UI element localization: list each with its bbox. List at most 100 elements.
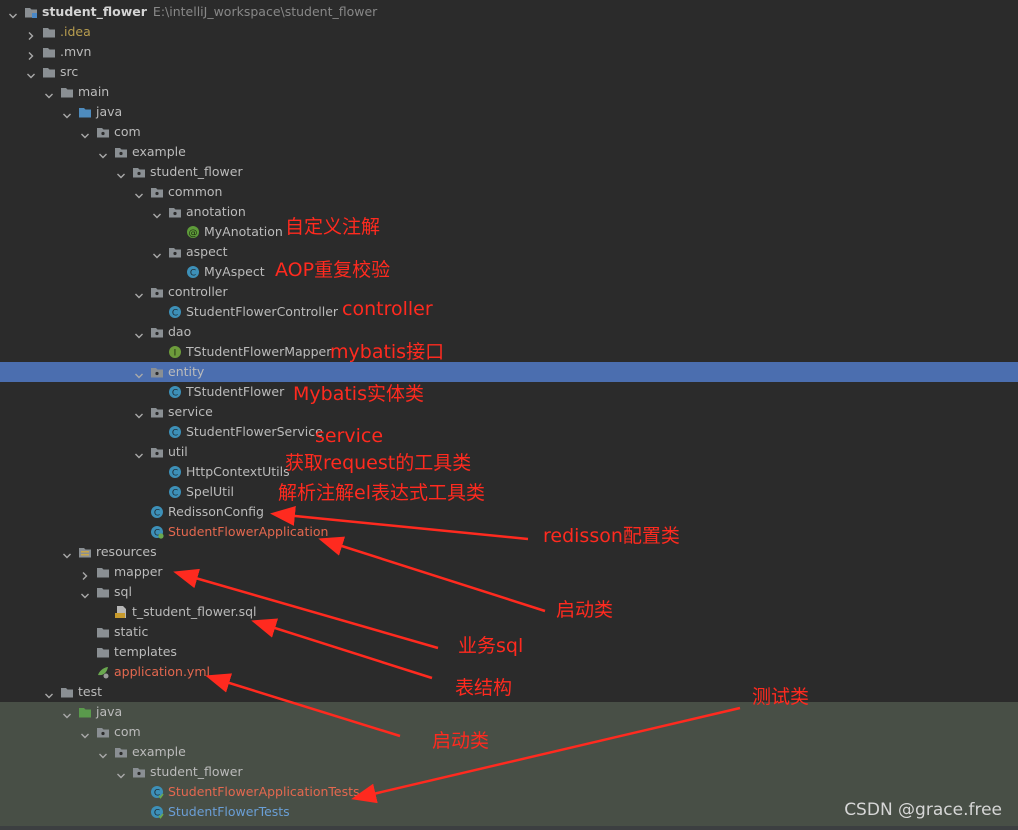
svg-text:C: C [154, 809, 160, 819]
tree-row-folder-templates[interactable]: templates [0, 642, 1018, 662]
chevron-down-icon[interactable] [116, 767, 126, 779]
chevron-down-icon[interactable] [116, 167, 126, 179]
tree-row-folder-static[interactable]: static [0, 622, 1018, 642]
chevron-down-icon[interactable] [134, 287, 144, 299]
pkg-icon [150, 325, 164, 339]
tree-row-package-com[interactable]: com [0, 122, 1018, 142]
chevron-down-icon[interactable] [62, 547, 72, 559]
class-student-flower-application-label: StudentFlowerApplication [168, 524, 329, 539]
package-util-label: util [168, 444, 188, 459]
annotation-table-structure: 表结构 [455, 677, 513, 699]
tree-row-folder-main-java[interactable]: java [0, 102, 1018, 122]
package-test-example-label: example [132, 744, 186, 759]
chevron-down-icon[interactable] [98, 147, 108, 159]
chevron-down-icon[interactable] [134, 367, 144, 379]
tree-row-package-service[interactable]: service [0, 402, 1018, 422]
folder-idea-label: .idea [60, 24, 91, 39]
chevron-down-icon[interactable] [134, 407, 144, 419]
tree-row-package-student-flower[interactable]: student_flower [0, 162, 1018, 182]
tree-row-class-my-anotation[interactable]: @ MyAnotation [0, 222, 1018, 242]
package-test-student-flower-label: student_flower [150, 764, 243, 779]
chevron-right-icon[interactable] [26, 47, 36, 60]
folder-templates: templates [114, 642, 177, 662]
interface-tstudent-flower-mapper-label: TStudentFlowerMapper [186, 344, 332, 359]
annotation-business-sql: 业务sql [458, 635, 524, 657]
tree-row-package-test-example[interactable]: example [0, 742, 1018, 762]
svg-text:C: C [172, 389, 178, 399]
chevron-down-icon[interactable] [80, 127, 90, 139]
tree-row-package-controller[interactable]: controller [0, 282, 1018, 302]
tree-row-package-entity[interactable]: entity [0, 362, 1018, 382]
tree-row-folder-test-java[interactable]: java [0, 702, 1018, 722]
chevron-down-icon[interactable] [62, 107, 72, 119]
pkg-icon [96, 125, 110, 139]
chevron-right-icon[interactable] [80, 567, 90, 580]
tree-row-folder-src[interactable]: src [0, 62, 1018, 82]
class-my-anotation: MyAnotation [204, 222, 283, 242]
chevron-right-icon[interactable] [26, 27, 36, 40]
folder-main-java: java [96, 102, 122, 122]
chevron-down-icon[interactable] [44, 687, 54, 699]
chevron-down-icon[interactable] [8, 7, 18, 19]
chevron-down-icon[interactable] [62, 707, 72, 719]
tree-row-package-common[interactable]: common [0, 182, 1018, 202]
tree-row-class-student-flower-application[interactable]: C StudentFlowerApplication [0, 522, 1018, 542]
tree-row-folder-resources[interactable]: resources [0, 542, 1018, 562]
chevron-down-icon[interactable] [80, 727, 90, 739]
tree-row-class-tstudent-flower[interactable]: C TStudentFlower [0, 382, 1018, 402]
tree-row-file-application-yml[interactable]: application.yml [0, 662, 1018, 682]
pkg-icon [114, 145, 128, 159]
class-spel-util: SpelUtil [186, 482, 234, 502]
chevron-down-icon[interactable] [26, 67, 36, 79]
chevron-down-icon[interactable] [152, 247, 162, 259]
chevron-down-icon[interactable] [134, 187, 144, 199]
chevron-down-icon[interactable] [80, 587, 90, 599]
annotation-service: service [315, 425, 384, 447]
tree-row-folder-mvn[interactable]: .mvn [0, 42, 1018, 62]
tree-row-package-util[interactable]: util [0, 442, 1018, 462]
svg-text:C: C [172, 309, 178, 319]
tree-row-package-aspect[interactable]: aspect [0, 242, 1018, 262]
package-test-com: com [114, 722, 141, 742]
folder-main-java-label: java [96, 104, 123, 119]
chevron-down-icon[interactable] [152, 207, 162, 219]
tree-row-folder-test[interactable]: test [0, 682, 1018, 702]
class-icon: C [150, 505, 164, 519]
tree-row-package-dao[interactable]: dao [0, 322, 1018, 342]
tree-row-folder-mapper[interactable]: mapper [0, 562, 1018, 582]
pkg-icon [150, 285, 164, 299]
tree-row-interface-tstudent-flower-mapper[interactable]: I TStudentFlowerMapper [0, 342, 1018, 362]
class-tstudent-flower: TStudentFlower [186, 382, 284, 402]
svg-text:I: I [174, 349, 177, 359]
pkg-icon [150, 185, 164, 199]
package-test-com-label: com [114, 724, 141, 739]
folder-icon [60, 85, 74, 99]
pkg-icon [150, 405, 164, 419]
chevron-down-icon[interactable] [98, 747, 108, 759]
tree-row-file-t-student-flower-sql[interactable]: t_student_flower.sql [0, 602, 1018, 622]
tree-row-package-test-com[interactable]: com [0, 722, 1018, 742]
svg-text:@: @ [189, 229, 198, 239]
chevron-down-icon[interactable] [134, 447, 144, 459]
chevron-down-icon[interactable] [44, 87, 54, 99]
chevron-down-icon[interactable] [134, 327, 144, 339]
tree-row-package-test-student-flower[interactable]: student_flower [0, 762, 1018, 782]
tree-row-folder-idea[interactable]: .idea [0, 22, 1018, 42]
tree-row-package-anotation[interactable]: anotation [0, 202, 1018, 222]
tree-row-folder-sql[interactable]: sql [0, 582, 1018, 602]
tree-row-package-example[interactable]: example [0, 142, 1018, 162]
package-anotation: anotation [186, 202, 246, 222]
svg-text:C: C [172, 429, 178, 439]
svg-text:C: C [154, 529, 160, 539]
folder-mvn: .mvn [60, 42, 91, 62]
tree-row-folder-main[interactable]: main [0, 82, 1018, 102]
